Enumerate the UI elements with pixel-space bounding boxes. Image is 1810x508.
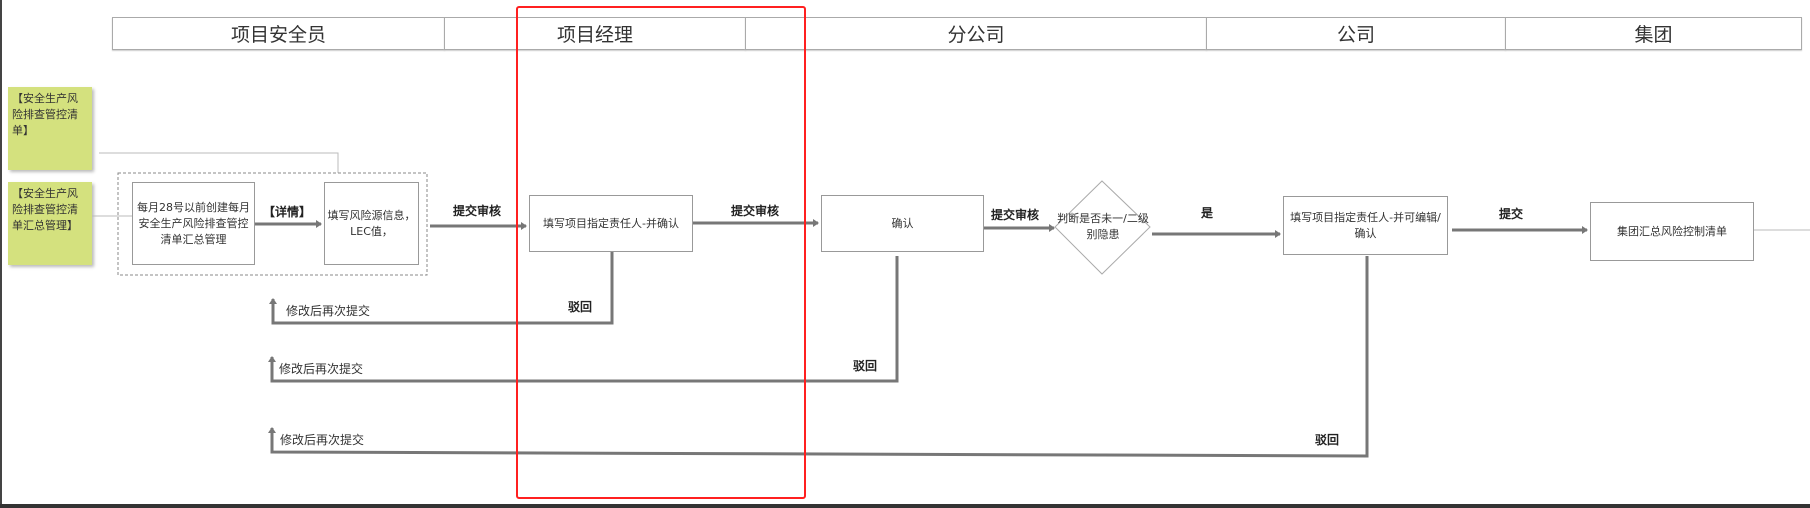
reject-loop-2 bbox=[268, 256, 899, 383]
bottom-bar bbox=[0, 504, 1810, 508]
note1-connector bbox=[99, 152, 339, 173]
label-submit-review-2: 提交审核 bbox=[731, 204, 780, 218]
lane-branch: 分公司 bbox=[745, 17, 1207, 50]
decision-diamond bbox=[1054, 180, 1151, 275]
label-submit: 提交 bbox=[1499, 207, 1524, 221]
lane-project-safety-officer: 项目安全员 bbox=[112, 17, 445, 50]
lane-group: 集团 bbox=[1505, 17, 1802, 50]
box-create-monthly[interactable]: 每月28号以前创建每月安全生产风险排查管控清单汇总管理 bbox=[132, 182, 255, 265]
note-risk-checklist-summary[interactable]: 【安全生产风险排查管控清单汇总管理】 bbox=[8, 182, 92, 265]
label-detail: 【详情】 bbox=[263, 205, 312, 219]
reject-loop-1 bbox=[269, 252, 614, 325]
box-group-summary[interactable]: 集团汇总风险控制清单 bbox=[1590, 202, 1754, 261]
decision-text[interactable]: 判断是否未一/二级别隐患 bbox=[1057, 212, 1149, 241]
highlight-frame-project-manager bbox=[516, 6, 806, 499]
reject-loop-3 bbox=[268, 256, 1369, 458]
box-fill-risk-info[interactable]: 填写风险源信息，LEC值， bbox=[324, 182, 419, 265]
label-resubmit-2: 修改后再次提交 bbox=[279, 362, 364, 376]
lane-project-manager: 项目经理 bbox=[444, 17, 746, 50]
left-edge bbox=[0, 0, 2, 508]
box-company-assign[interactable]: 填写项目指定责任人-并可编辑/确认 bbox=[1283, 196, 1448, 255]
label-submit-review-1: 提交审核 bbox=[453, 204, 502, 218]
lane-company: 公司 bbox=[1206, 17, 1506, 50]
label-submit-review-3: 提交审核 bbox=[991, 208, 1040, 222]
box-branch-confirm[interactable]: 确认 bbox=[821, 195, 984, 252]
label-resubmit-1: 修改后再次提交 bbox=[286, 304, 371, 318]
label-reject-1: 驳回 bbox=[568, 300, 593, 314]
note-risk-checklist[interactable]: 【安全生产风险排查管控清单】 bbox=[8, 87, 92, 170]
label-yes: 是 bbox=[1201, 206, 1214, 220]
label-reject-2: 驳回 bbox=[853, 359, 878, 373]
label-resubmit-3: 修改后再次提交 bbox=[280, 433, 365, 447]
box-pm-assign[interactable]: 填写项目指定责任人-并确认 bbox=[529, 195, 693, 252]
dashed-group bbox=[117, 172, 428, 276]
label-reject-3: 驳回 bbox=[1315, 433, 1340, 447]
